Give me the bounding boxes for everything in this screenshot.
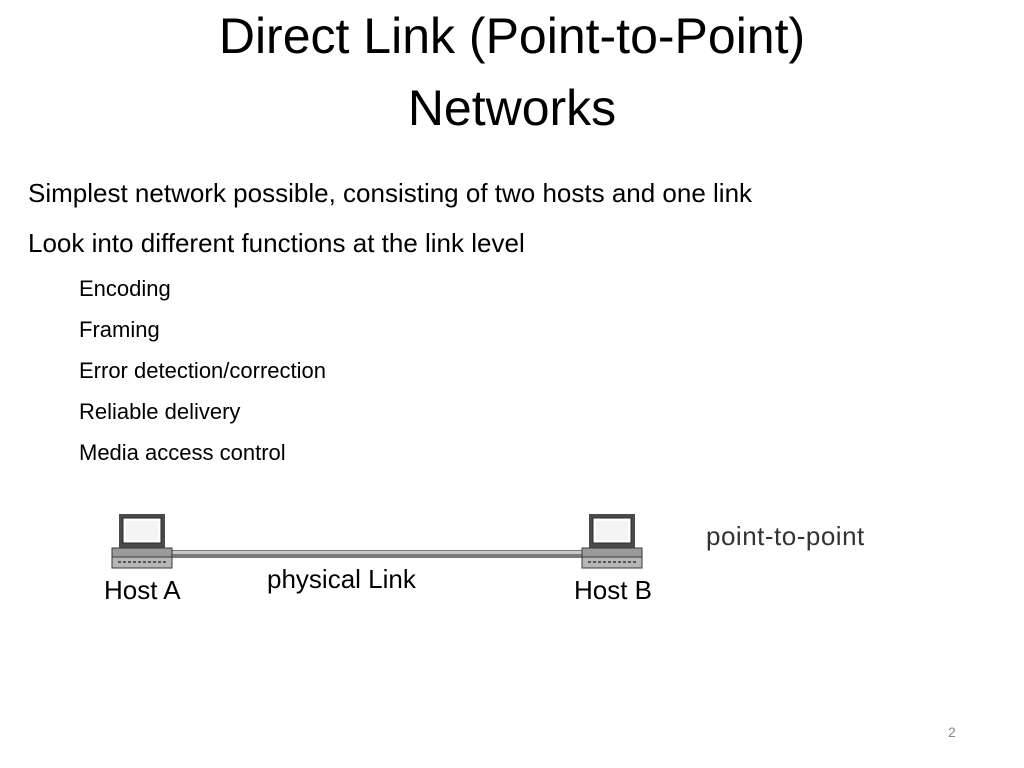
slide-title: Direct Link (Point-to-Point) Networks (0, 0, 1024, 144)
bullet-item: Look into different functions at the lin… (28, 218, 752, 268)
sub-bullet-list: Encoding Framing Error detection/correct… (28, 268, 752, 473)
title-line-1: Direct Link (Point-to-Point) (218, 8, 806, 64)
computer-icon (111, 514, 173, 569)
host-a-label: Host A (104, 575, 181, 605)
network-diagram: Host A physical Link Host B point-to-poi… (0, 500, 1024, 640)
bullet-list: Simplest network possible, consisting of… (28, 168, 752, 473)
bullet-item: Simplest network possible, consisting of… (28, 178, 753, 208)
sub-bullet-item: Reliable delivery (79, 399, 241, 424)
sub-bullet-item: Encoding (79, 276, 171, 301)
physical-link-line (170, 550, 590, 558)
sub-bullet-item: Media access control (79, 440, 286, 465)
sub-bullet-group: Encoding Framing Error detection/correct… (28, 268, 752, 473)
host-b-label: Host B (574, 575, 653, 605)
network-diagram-graphic (111, 514, 643, 569)
title-line-2: Networks (407, 80, 617, 136)
point-to-point-caption: point-to-point (706, 521, 865, 551)
computer-icon (581, 514, 643, 569)
sub-bullet-item: Error detection/correction (79, 358, 326, 383)
physical-link-label: physical Link (267, 564, 416, 594)
sub-bullet-item: Framing (79, 317, 160, 342)
page-number: 2 (948, 724, 956, 740)
bullet-text: Look into different functions at the lin… (28, 228, 525, 258)
